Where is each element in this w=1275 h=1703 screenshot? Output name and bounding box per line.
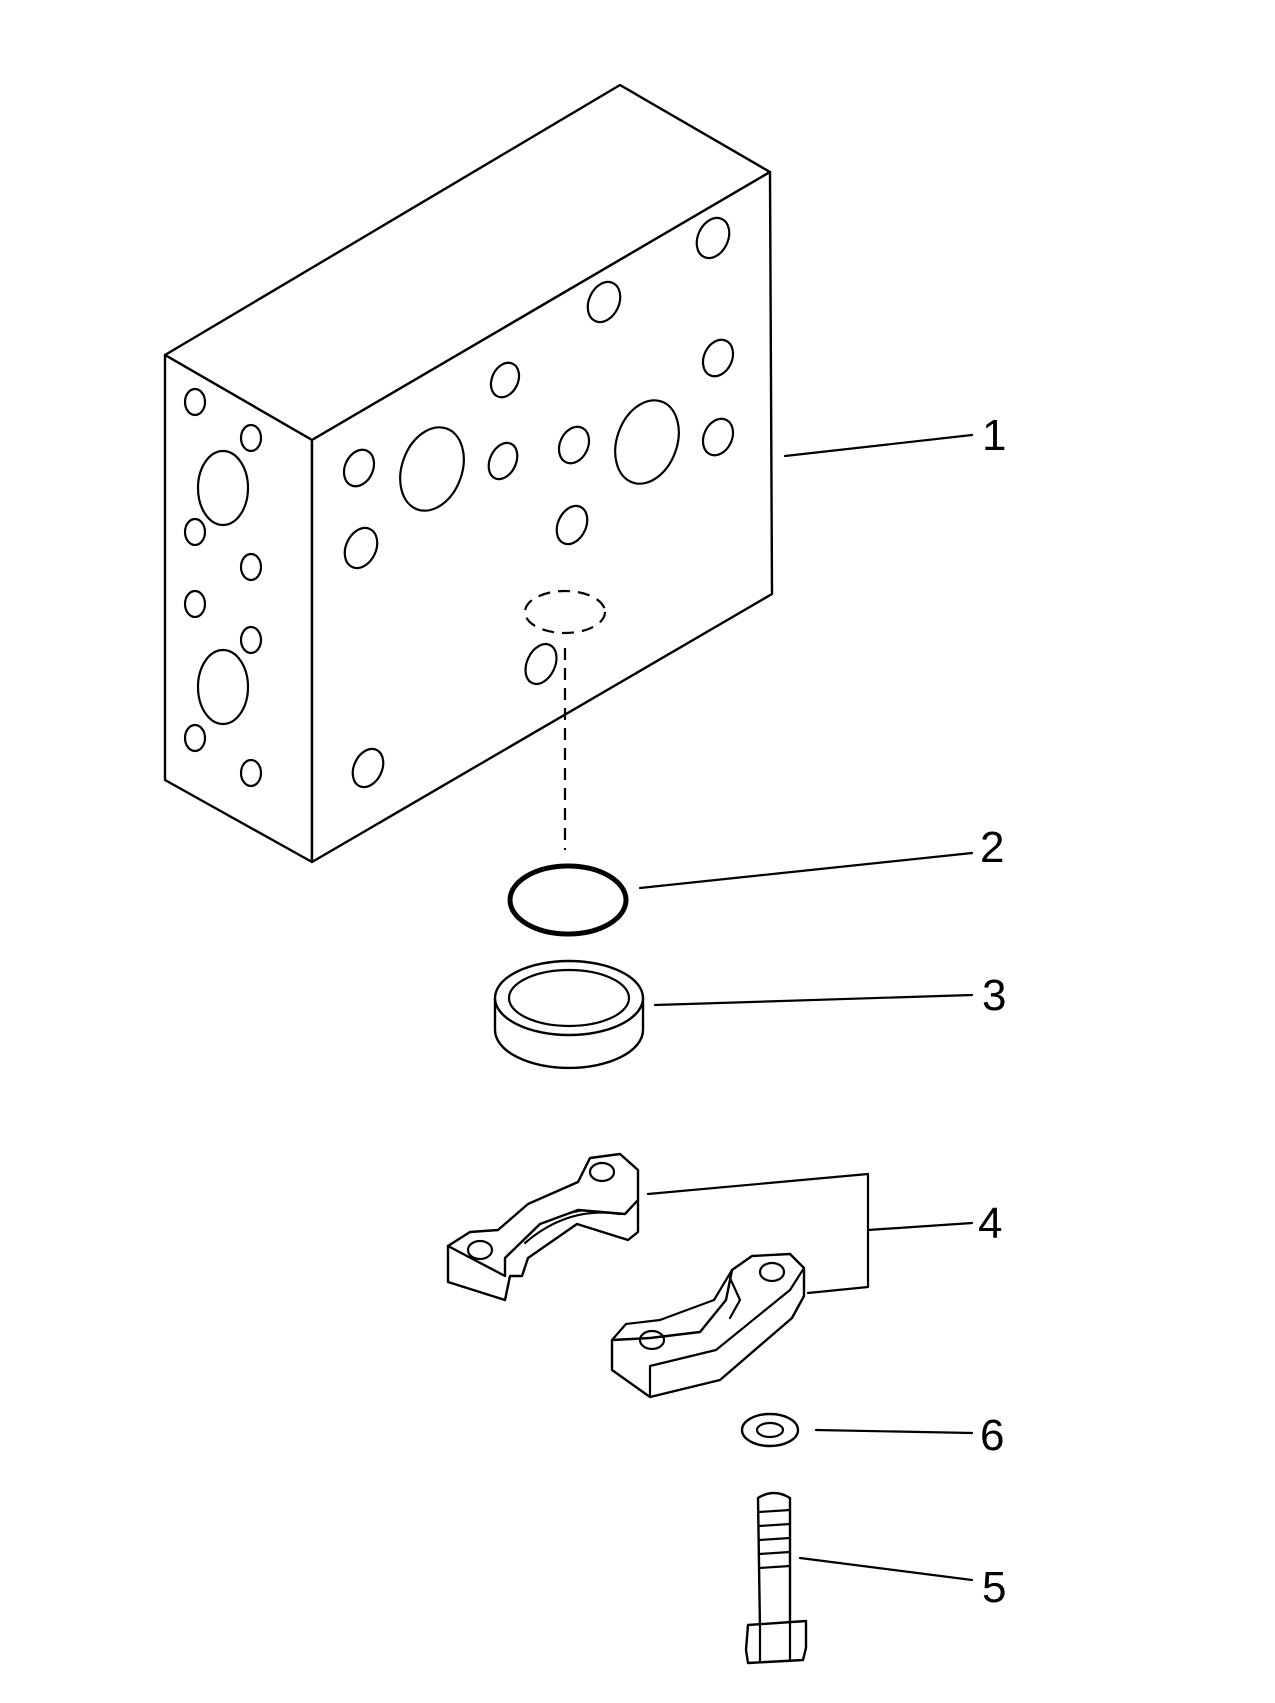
leader-lines [638, 433, 974, 1582]
front-face-holes [342, 216, 735, 789]
left-face-holes [183, 387, 263, 788]
callout-6: 6 [980, 1411, 1004, 1460]
bolt [744, 1491, 808, 1665]
callout-4: 4 [978, 1199, 1002, 1248]
hidden-port-outline [523, 589, 607, 635]
valve-block-left-face [163, 353, 314, 864]
callout-2: 2 [980, 823, 1004, 872]
valve-block-front-face [310, 170, 774, 864]
callouts: 1 2 3 4 6 5 [978, 411, 1006, 1612]
split-flange-half-upper [446, 1152, 640, 1302]
o-ring [507, 863, 629, 937]
washer [740, 1412, 800, 1448]
collar-ring [493, 959, 645, 1070]
callout-1: 1 [982, 411, 1006, 460]
split-flange-half-lower [610, 1252, 806, 1399]
callout-5: 5 [982, 1563, 1006, 1612]
callout-3: 3 [982, 971, 1006, 1020]
valve-block [163, 83, 774, 864]
